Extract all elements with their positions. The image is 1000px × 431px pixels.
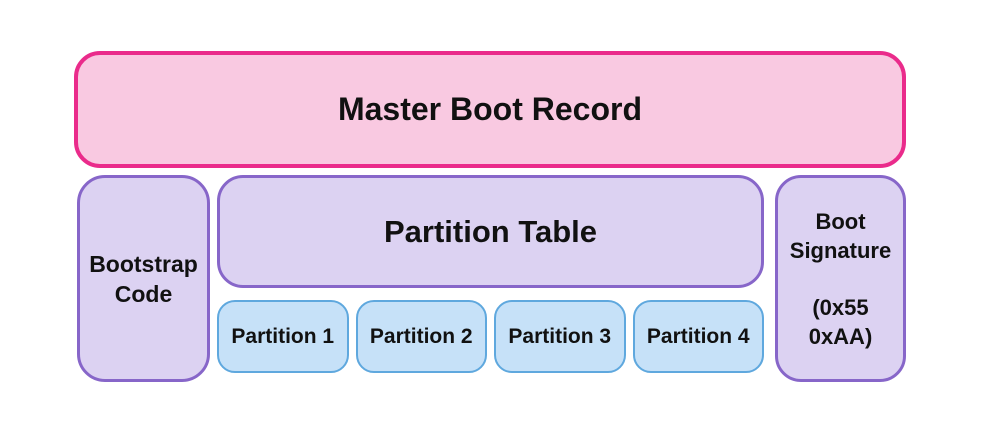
partitions-row: Partition 1 Partition 2 Partition 3 Part… [217, 300, 764, 373]
partition-4-box: Partition 4 [632, 300, 764, 373]
boot-signature-box: Boot Signature (0x55 0xAA) [775, 175, 906, 382]
master-boot-record-box: Master Boot Record [74, 51, 906, 168]
partition-1-box: Partition 1 [217, 300, 349, 373]
boot-signature-value: (0x55 0xAA) [808, 294, 873, 349]
bootstrap-code-box: Bootstrap Code [77, 175, 210, 382]
master-boot-record-label: Master Boot Record [337, 91, 643, 127]
partition-3-label: Partition 3 [508, 324, 612, 348]
partition-4-label: Partition 4 [646, 324, 750, 348]
boot-signature-label: Boot Signature [789, 208, 892, 263]
partition-table-box: Partition Table [217, 175, 764, 288]
partition-2-box: Partition 2 [355, 300, 487, 373]
partition-1-label: Partition 1 [231, 324, 335, 348]
partition-table-label: Partition Table [383, 213, 597, 249]
partition-2-label: Partition 2 [369, 324, 473, 348]
bootstrap-code-label: Bootstrap Code [89, 250, 198, 307]
partition-3-box: Partition 3 [494, 300, 626, 373]
